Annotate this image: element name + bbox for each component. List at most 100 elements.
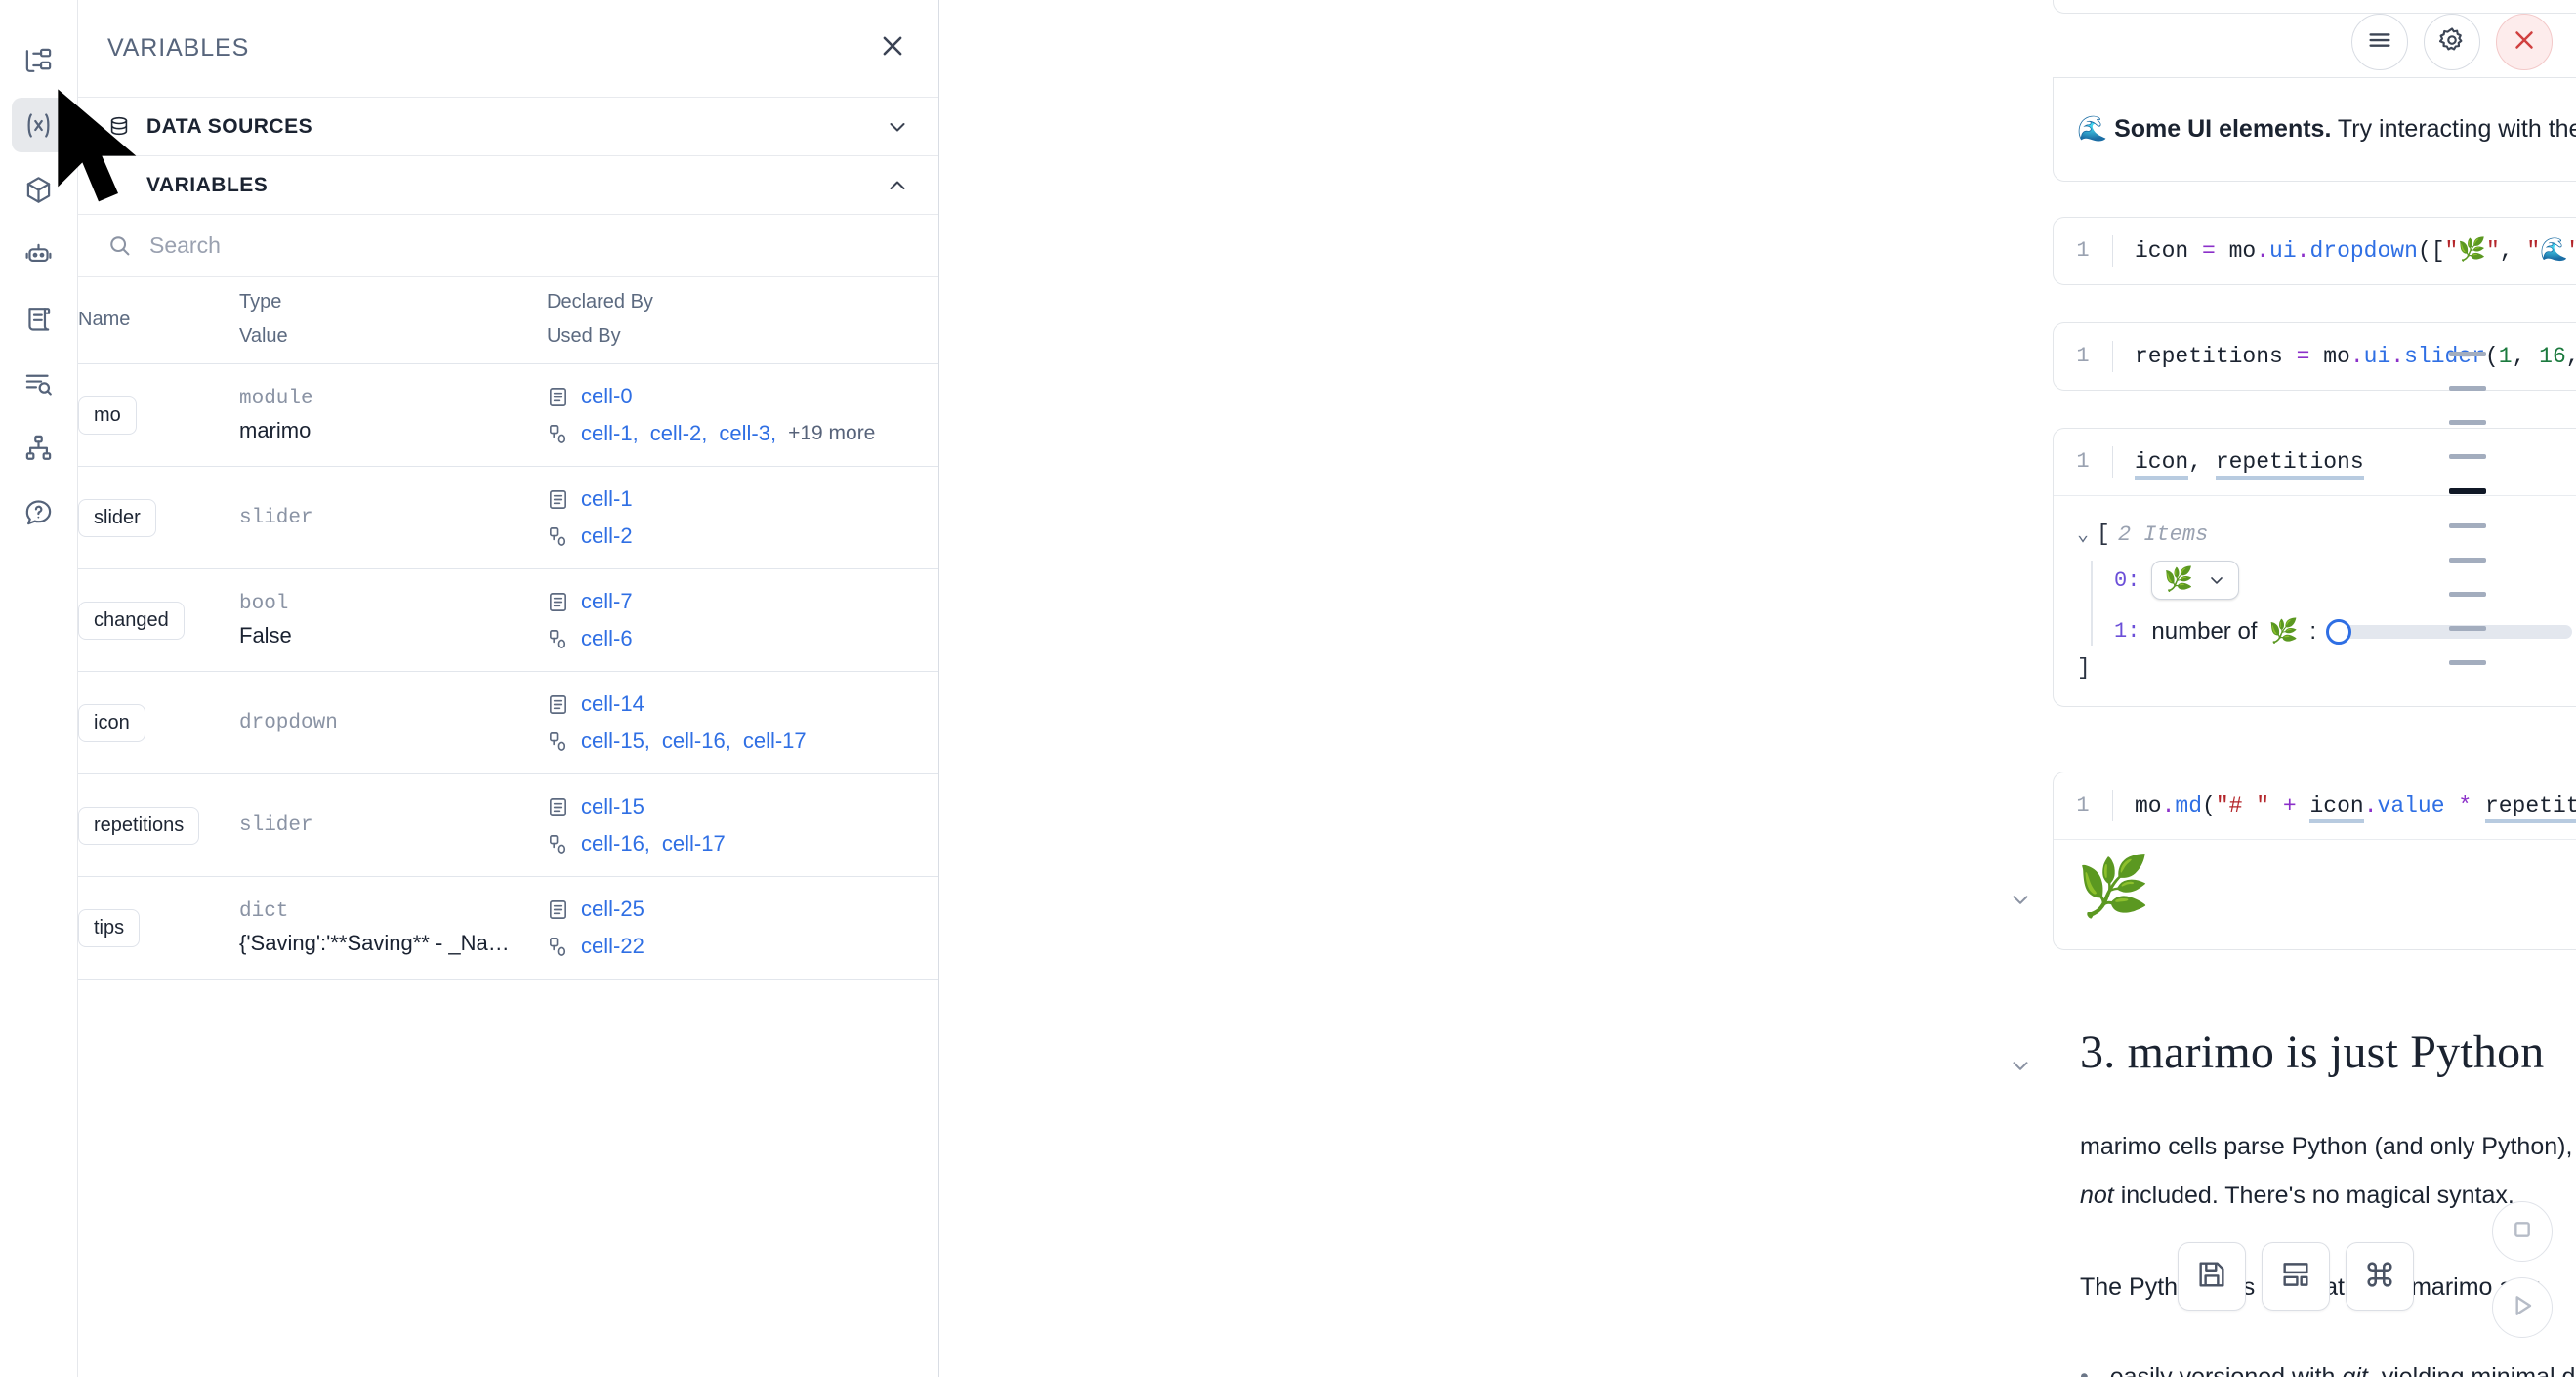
cell-reference-link[interactable]: cell-1, [581,421,639,445]
cell-reference-link[interactable]: cell-2, [649,421,708,445]
col-type-label: Type [239,291,282,313]
cell-mo-md[interactable]: 1 mo.md("# " + icon.value * repetitions.… [2053,772,2576,950]
run-all-button[interactable] [2492,1277,2553,1338]
slider-input[interactable] [2326,618,2573,645]
minimap-cell-marker[interactable] [2449,488,2486,494]
close-cell-button[interactable] [2496,14,2553,70]
cell-reference-link[interactable]: cell-16, [581,831,650,855]
variable-name-chip[interactable]: mo [78,396,137,435]
play-icon [2507,1290,2538,1326]
dropdown-input[interactable]: 🌿 [2151,561,2240,600]
variable-name-chip[interactable]: tips [78,908,141,947]
run-controls [2492,1201,2553,1338]
minimap-scrollbar[interactable] [2449,352,2486,665]
code-token: value [2377,793,2445,818]
save-button[interactable] [2178,1242,2246,1311]
cell-reference-link[interactable]: cell-6 [581,626,633,650]
section-variables[interactable]: VARIABLES [78,156,938,215]
cell-output: ⌄ [ 2 Items 0: 🌿 [2054,496,2576,706]
variables-panel: VARIABLES DATA SOURCES [78,0,939,1377]
layout-button[interactable] [2262,1242,2330,1311]
cell-reference-link[interactable]: cell-17 [661,831,726,855]
panel-close-button[interactable] [878,31,907,65]
menu-button[interactable] [2351,14,2408,70]
cell-reference-link[interactable]: cell-2 [581,523,633,548]
stop-icon [2507,1214,2538,1250]
cell-reference-link[interactable]: cell-17 [742,729,807,753]
variable-name-chip[interactable]: changed [78,601,185,640]
gear-icon [2437,25,2467,60]
code-token: mo [2135,793,2162,818]
sidebar-item-file-explorer[interactable] [12,33,66,88]
slider-thumb[interactable] [2326,618,2352,645]
minimap-cell-marker[interactable] [2449,386,2486,391]
hamburger-icon [2365,25,2394,60]
bullet-em: git [2342,1363,2368,1377]
code-var-repetitions: repetitions [2215,449,2364,480]
cell-icon-repetitions-output[interactable]: 1 icon, repetitions ⌄ [ 2 Items 0: 🌿 [2053,428,2576,707]
cell-reference-link[interactable]: cell-25 [581,897,644,921]
cell-markdown-source[interactable]: 1 ""🌊 Some UI elements.** Try interactin… [2053,0,2576,14]
variable-name-chip[interactable]: icon [78,703,145,742]
collapse-cell-button[interactable] [2008,887,2033,912]
layout-icon [2279,1258,2312,1296]
minimap-cell-marker[interactable] [2449,352,2486,356]
code-token: ui [2269,238,2297,264]
code-token: . [2390,344,2405,369]
collapse-section-button[interactable] [2008,1053,2033,1078]
cell-reference-link[interactable]: cell-0 [581,384,633,408]
close-icon [878,31,907,65]
sidebar-item-scratchpad[interactable] [12,291,66,346]
json-viewer-header[interactable]: ⌄ [ 2 Items [2077,522,2576,547]
cell-reference-link[interactable]: cell-1 [581,486,633,511]
cell-reference-link[interactable]: cell-7 [581,589,633,613]
cell-reference-link[interactable]: cell-14 [581,691,644,716]
command-palette-button[interactable] [2346,1242,2414,1311]
sidebar-item-ai-assistant[interactable] [12,227,66,281]
minimap-cell-marker[interactable] [2449,558,2486,563]
list-item: • easily versioned with git, yielding mi… [2080,1353,2576,1377]
scratchpad-icon [23,304,54,334]
minimap-cell-marker[interactable] [2449,454,2486,459]
settings-button[interactable] [2424,14,2480,70]
chevron-down-icon[interactable] [886,115,909,139]
chevron-up-icon[interactable] [886,174,909,197]
cell-reference-link[interactable]: cell-15 [581,794,644,818]
minimap-cell-marker[interactable] [2449,420,2486,425]
minimap-cell-marker[interactable] [2449,626,2486,631]
cell-repetitions-slider[interactable]: 1 repetitions = mo.ui.slider(1, 16, labe… [2053,322,2576,391]
minimap-cell-marker[interactable] [2449,660,2486,665]
cell-reference-link[interactable]: cell-22 [581,934,644,958]
json-item-0: 0: 🌿 [2114,561,2576,600]
minimap-cell-marker[interactable] [2449,592,2486,597]
minimap-cell-marker[interactable] [2449,523,2486,528]
sidebar-item-packages[interactable] [12,162,66,217]
chevron-down-icon[interactable]: ⌄ [2077,524,2090,547]
bullet-a: easily versioned with [2109,1363,2343,1377]
sidebar-item-help[interactable] [12,484,66,539]
search-input[interactable] [149,232,909,259]
interrupt-button[interactable] [2492,1201,2553,1262]
json-viewer: ⌄ [ 2 Items 0: 🌿 [2077,522,2576,681]
sidebar-item-find-replace[interactable] [12,355,66,410]
cell-reference-link[interactable]: cell-15, [581,729,650,753]
cell-icon-dropdown[interactable]: 1 icon = mo.ui.dropdown(["🌿", "🌊", "✨"],… [2053,217,2576,285]
sidebar-item-dependency-graph[interactable] [12,420,66,475]
variable-name-chip[interactable]: slider [78,498,156,537]
cell-reference-link[interactable]: cell-3, [719,421,777,445]
section-data-sources[interactable]: DATA SOURCES [78,98,938,156]
cell-reference-link[interactable]: cell-16, [661,729,731,753]
slider-track[interactable] [2328,624,2573,639]
json-items-count: 2 Items [2117,522,2209,547]
sidebar-item-variables[interactable] [11,98,66,152]
variable-name-chip[interactable]: repetitions [78,806,200,845]
used-by-more-count[interactable]: +19 more [788,422,876,444]
declared-by-line: cell-1 [547,486,938,512]
